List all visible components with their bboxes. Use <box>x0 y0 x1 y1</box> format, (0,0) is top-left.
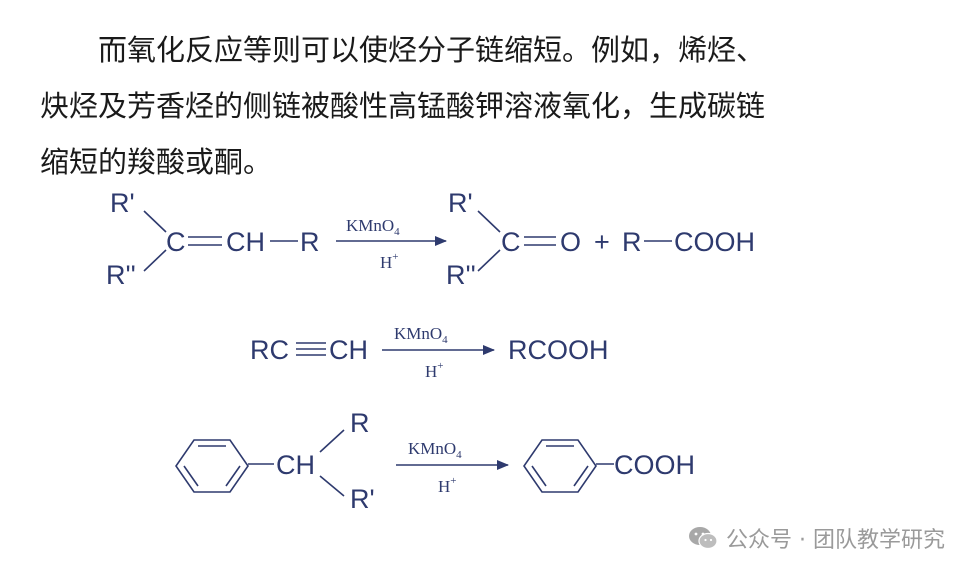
condition-label: H+ <box>380 251 399 272</box>
bond-r-double-prime <box>143 249 167 272</box>
reagent-label: KMnO4 <box>346 216 400 238</box>
substituent-r-prime: R' <box>110 188 135 218</box>
watermark: 公众号 · 团队教学研究 <box>688 522 945 554</box>
product-rcooh: RCOOH <box>508 335 609 365</box>
reaction-aromatic: CH R R' KMnO4 H+ COOH <box>175 408 695 514</box>
watermark-text: 公众号 · 团队教学研究 <box>726 528 945 553</box>
bond-r-prime <box>143 210 167 233</box>
wechat-icon <box>689 527 718 550</box>
paragraph-line-1: 而氧化反应等则可以使烃分子链缩短。例如，烯烃、 <box>98 33 766 67</box>
substituent-r-double-prime: R'' <box>106 260 136 290</box>
substituent-r-prime: R' <box>350 484 375 514</box>
reagent-label: KMnO4 <box>394 324 448 346</box>
condition-label: H+ <box>425 360 444 381</box>
benzene-ring-product <box>523 439 597 493</box>
benzene-ring-reactant <box>175 439 249 493</box>
reagent-label: KMnO4 <box>408 439 462 461</box>
group-r: R <box>300 227 320 257</box>
condition-label: H+ <box>438 475 457 496</box>
group-ch: CH <box>329 335 368 365</box>
group-ch: CH <box>226 227 265 257</box>
bond-ch-r-prime <box>319 475 345 497</box>
paragraph-line-2: 炔烃及芳香烃的侧链被酸性高锰酸钾溶液氧化，生成碳链 <box>40 89 766 123</box>
plus-sign: + <box>594 227 610 257</box>
substituent-r: R <box>350 408 370 438</box>
bond-ch-r <box>319 429 345 453</box>
atom-carbon: C <box>166 227 186 257</box>
paragraph-line-3: 缩短的羧酸或酮。 <box>40 145 273 179</box>
ring-outline <box>523 439 597 493</box>
acid-r: R <box>622 227 642 257</box>
group-rc: RC <box>250 335 289 365</box>
product-r-double-prime: R'' <box>446 260 476 290</box>
product-carbon: C <box>501 227 521 257</box>
ring-inner-bond <box>531 465 547 487</box>
reaction-alkene: R' R'' C CH R KMnO4 H+ R' R'' C O <box>106 188 755 290</box>
acid-cooh: COOH <box>674 227 755 257</box>
ring-inner-bond <box>573 465 589 487</box>
group-ch: CH <box>276 450 315 480</box>
ring-outline <box>175 439 249 493</box>
ring-inner-bond <box>183 465 199 487</box>
product-r-prime: R' <box>448 188 473 218</box>
atom-oxygen: O <box>560 227 581 257</box>
paragraph: 而氧化反应等则可以使烃分子链缩短。例如，烯烃、 炔烃及芳香烃的侧链被酸性高锰酸钾… <box>40 22 840 190</box>
product-bond-r-prime <box>477 210 501 233</box>
reaction-alkyne: RC CH KMnO4 H+ RCOOH <box>250 324 609 381</box>
product-cooh: COOH <box>614 450 695 480</box>
product-bond-r-double-prime <box>477 249 501 272</box>
ring-inner-bond <box>225 465 241 487</box>
